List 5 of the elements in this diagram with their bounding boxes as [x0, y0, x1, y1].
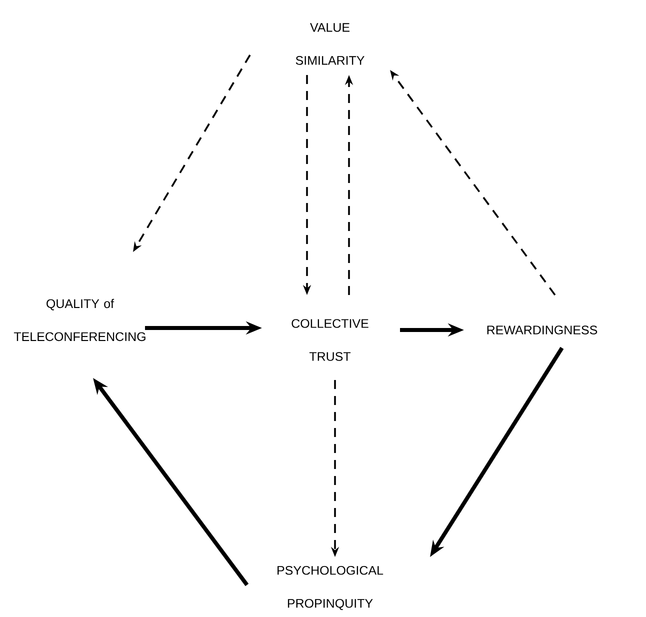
- concept-label: QUALITY of TELECONFERENCING: [14, 298, 146, 342]
- concept-label: PSYCHOLOGICAL PROPINQUITY: [278, 566, 384, 610]
- concept-label: VALUE SIMILARITY: [296, 23, 364, 65]
- concept-label: REWARDINGNESS: [487, 326, 598, 334]
- concept-label: COLLECTIVE TRUST: [292, 319, 368, 361]
